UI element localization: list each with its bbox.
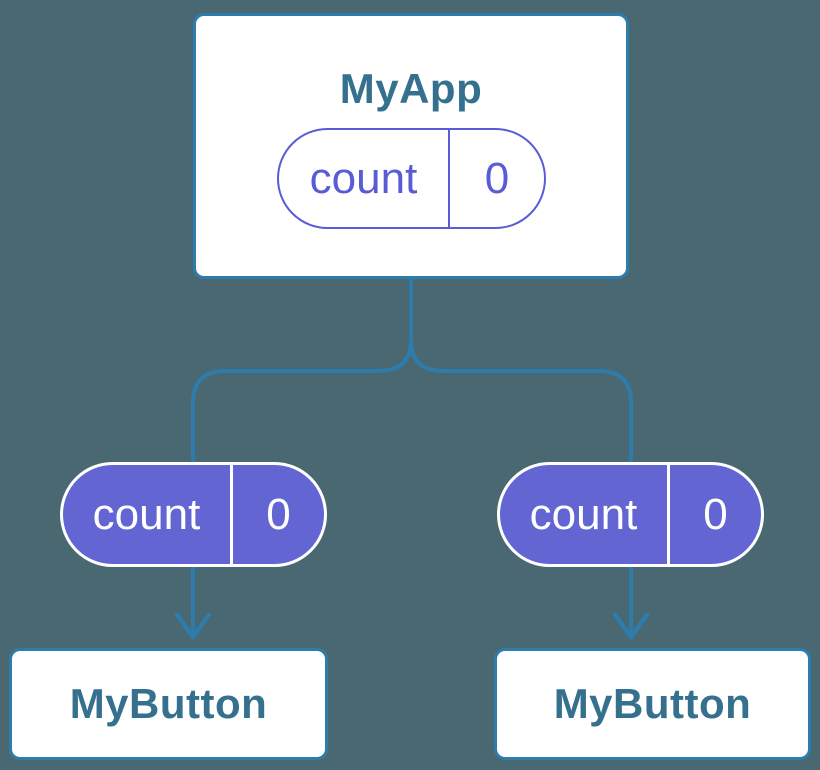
child-right-card-title: MyButton bbox=[553, 680, 752, 727]
child-left-prop-value: 0 bbox=[266, 489, 291, 539]
child-left-card: MyButton bbox=[9, 648, 328, 760]
root-card: MyApp count 0 bbox=[193, 13, 629, 279]
root-state-pill: count 0 bbox=[277, 128, 546, 229]
arrow-down-right-icon bbox=[612, 612, 650, 641]
branch-right-line bbox=[409, 279, 633, 634]
child-right-card: MyButton bbox=[494, 648, 811, 760]
root-card-title: MyApp bbox=[339, 65, 483, 112]
child-left-card-title: MyButton bbox=[69, 680, 268, 727]
arrow-down-left-icon bbox=[174, 612, 212, 641]
child-left-prop-pill: count 0 bbox=[60, 462, 327, 567]
root-state-value: 0 bbox=[484, 153, 510, 203]
branch-left-line bbox=[191, 279, 413, 634]
root-state-label: count bbox=[279, 130, 450, 227]
child-right-prop-pill: count 0 bbox=[497, 462, 764, 567]
child-right-prop-value: 0 bbox=[703, 489, 728, 539]
child-right-prop-label: count bbox=[500, 465, 670, 564]
child-left-prop-label: count bbox=[63, 465, 233, 564]
